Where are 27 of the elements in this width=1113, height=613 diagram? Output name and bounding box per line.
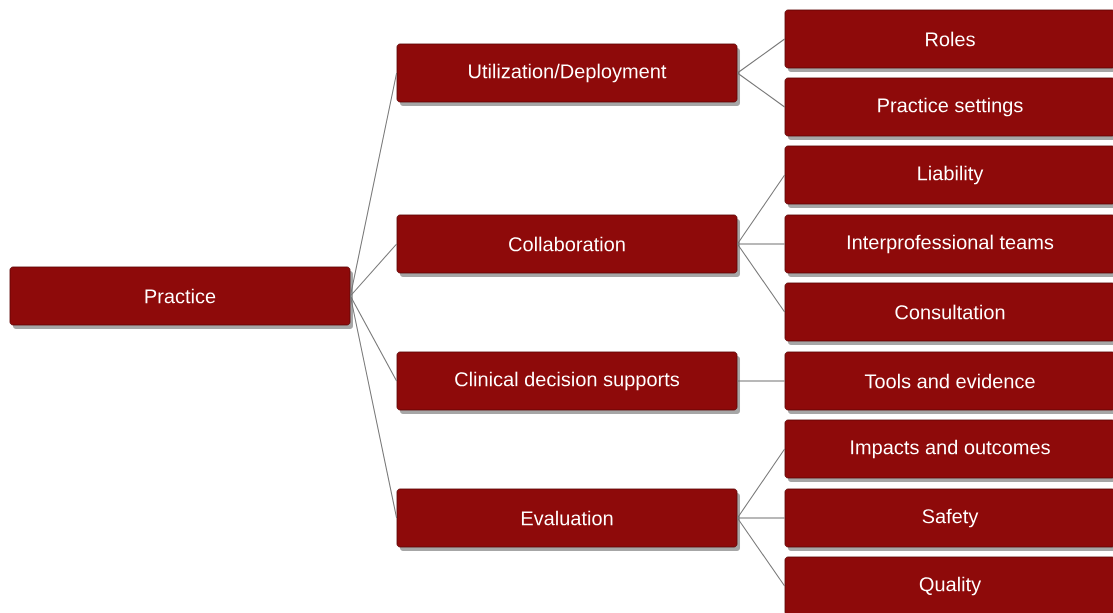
connector-line	[736, 243, 786, 313]
subtopic-box: Practice settings	[784, 77, 1113, 140]
connector-line	[349, 72, 398, 297]
connector-line	[736, 380, 786, 382]
connector-line	[349, 295, 398, 519]
connector-line	[736, 38, 786, 74]
connector-line	[736, 517, 786, 587]
subtopic-box: Liability	[784, 145, 1113, 208]
category-box: Utilization/Deployment	[396, 43, 740, 106]
connector-line	[349, 243, 398, 297]
subtopic-box: Impacts and outcomes	[784, 419, 1113, 482]
category-box: Collaboration	[396, 214, 740, 277]
subtopic-box: Safety	[784, 488, 1113, 551]
connector-line	[736, 517, 786, 519]
connector-line	[736, 72, 786, 108]
topic-box: Practice	[9, 266, 353, 329]
subtopic-box: Roles	[784, 9, 1113, 72]
subtopic-box: Tools and evidence	[784, 351, 1113, 414]
subtopic-box: Consultation	[784, 282, 1113, 345]
category-box: Clinical decision supports	[396, 351, 740, 414]
subtopic-box: Interprofessional teams	[784, 214, 1113, 277]
subtopic-box: Quality	[784, 556, 1113, 613]
connector-line	[349, 295, 398, 382]
connector-line	[736, 174, 786, 245]
category-box: Evaluation	[396, 488, 740, 551]
connector-line	[736, 243, 786, 245]
connector-line	[736, 448, 786, 519]
